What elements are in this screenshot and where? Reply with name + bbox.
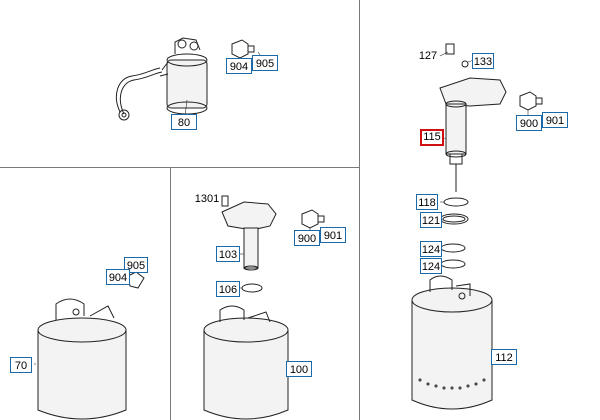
callout-124-upper[interactable]: 124 (420, 241, 442, 257)
callout-127[interactable]: 127 (418, 50, 438, 62)
callout-900-right[interactable]: 900 (516, 115, 542, 131)
callout-112[interactable]: 112 (491, 349, 517, 365)
callout-901-middle[interactable]: 901 (320, 227, 346, 243)
callout-905-top[interactable]: 905 (252, 55, 278, 71)
callout-904-left[interactable]: 904 (106, 269, 130, 285)
callout-115[interactable]: 115 (420, 129, 444, 146)
callout-904-top[interactable]: 904 (226, 58, 252, 74)
callout-80[interactable]: 80 (171, 114, 197, 130)
callout-133[interactable]: 133 (472, 53, 494, 69)
callout-121[interactable]: 121 (420, 212, 442, 228)
callout-905-left[interactable]: 905 (124, 257, 148, 273)
fuel-filter-100-drawing (203, 305, 290, 420)
sensor-assembly-drawing (433, 43, 507, 192)
callout-900-middle[interactable]: 900 (294, 230, 320, 246)
callout-124-lower[interactable]: 124 (420, 258, 442, 274)
callout-118[interactable]: 118 (416, 194, 438, 210)
callout-100[interactable]: 100 (286, 361, 312, 377)
sensor-103-drawing (221, 195, 277, 271)
fuel-filter-70-drawing (34, 298, 127, 420)
callout-106[interactable]: 106 (216, 281, 240, 297)
callout-103[interactable]: 103 (216, 246, 240, 262)
connector-plug-drawing-2 (519, 91, 543, 116)
seal-rings-drawing (439, 197, 469, 269)
callout-1301[interactable]: 1301 (194, 193, 220, 205)
fuel-filter-assembly-drawing (116, 37, 208, 121)
callout-901-right[interactable]: 901 (542, 112, 568, 128)
fuel-filter-112-drawing (411, 275, 496, 410)
callout-70[interactable]: 70 (10, 357, 32, 373)
o-ring-106-drawing (240, 283, 263, 293)
